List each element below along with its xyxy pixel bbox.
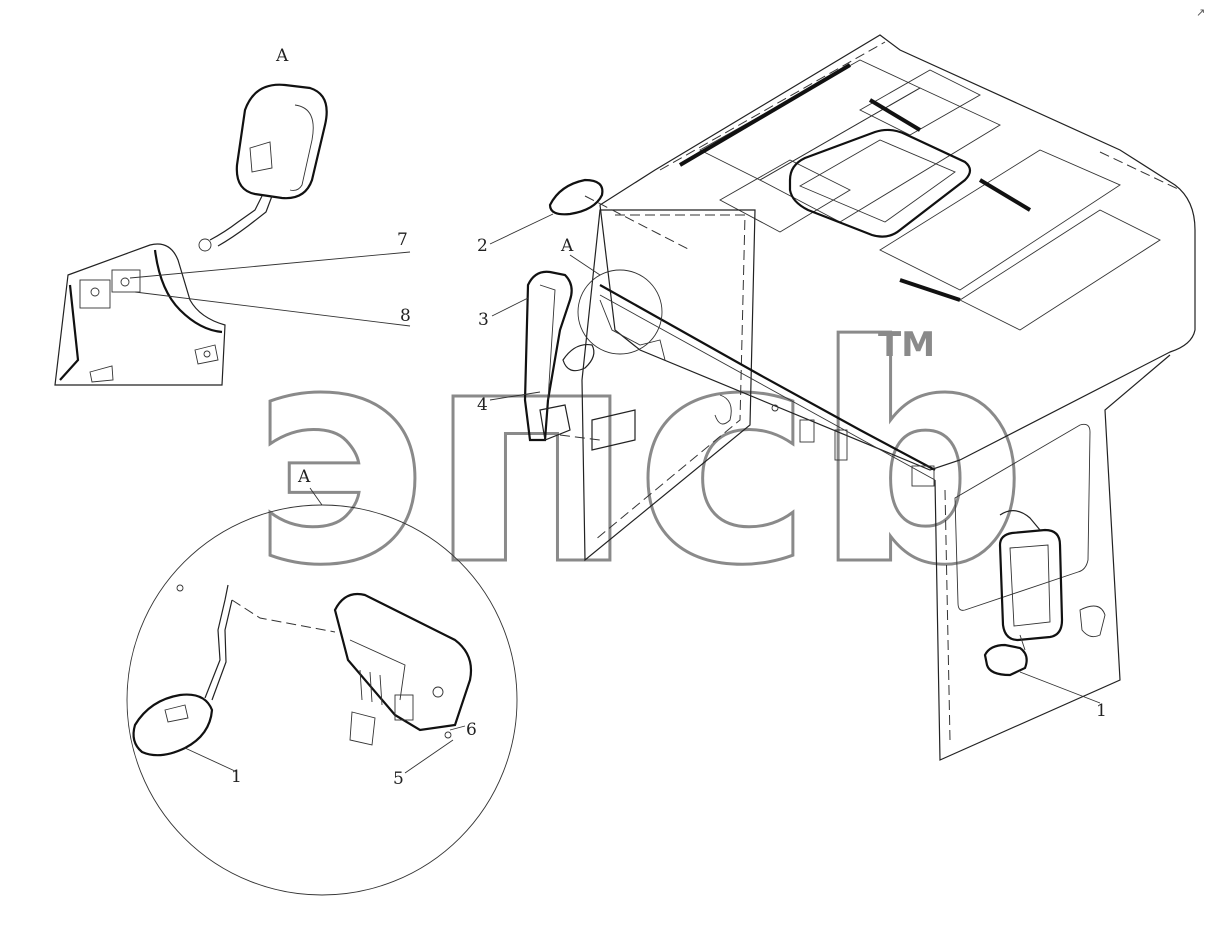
right-mirror-glass	[1009, 544, 1051, 627]
leader-a-circle	[309, 487, 323, 506]
watermark: эпсb TM	[249, 281, 1030, 633]
circle-mirror-stem	[204, 584, 229, 699]
pillar-details	[79, 269, 219, 383]
pillar-left-edge	[59, 284, 80, 381]
leader-a-main	[569, 254, 601, 276]
pillar-section	[54, 243, 226, 386]
windshield-bar	[599, 284, 936, 471]
detail-circle	[126, 504, 518, 896]
left-mirror-assembly: 2 A 3 4	[477, 178, 691, 442]
cab-body	[577, 34, 1196, 761]
item-3-bracket-inner	[539, 284, 556, 401]
callout-7: 7	[397, 230, 408, 250]
item-4-mount	[539, 404, 571, 441]
item-3-bracket	[523, 270, 573, 442]
leader-1-detail	[184, 747, 238, 773]
circle-dash	[231, 599, 336, 633]
windshield-bar-2	[599, 294, 936, 481]
watermark-text: эпсb	[250, 282, 1028, 631]
leader-1-main	[1019, 671, 1101, 704]
leader-8	[134, 291, 411, 327]
callout-2: 2	[477, 236, 488, 256]
item-2-dash	[584, 195, 691, 251]
mount-dash	[559, 434, 601, 441]
roof-outline	[599, 34, 1196, 471]
sunroof	[788, 128, 972, 238]
leader-3	[491, 297, 529, 317]
sunroof-glass	[798, 139, 956, 223]
leader-2	[489, 213, 554, 245]
callout-4: 4	[477, 395, 488, 415]
roof-seam	[659, 41, 1181, 191]
right-side-wall	[934, 354, 1171, 761]
front-flap	[714, 394, 732, 425]
right-mirror-link	[1019, 634, 1026, 651]
bracket-near-circle	[599, 299, 666, 361]
top-mirror-head	[235, 83, 328, 200]
top-mirror-pivot	[198, 238, 212, 252]
pillar-edge	[153, 249, 223, 334]
callout-3: 3	[478, 310, 489, 330]
circle-mirror	[132, 693, 214, 757]
callout-8: 8	[400, 306, 411, 326]
right-mirror-head	[998, 528, 1064, 642]
label-a-main: A	[560, 236, 574, 256]
label-a-circle: A	[297, 467, 311, 487]
leader-5	[404, 739, 454, 774]
top-mirror-arm	[209, 195, 273, 247]
bar-hinges	[771, 404, 935, 487]
side-flap	[1079, 605, 1106, 638]
callout-1-main: 1	[1096, 701, 1107, 721]
circle-mirror-stem-2	[211, 599, 233, 701]
small-mirror	[562, 343, 595, 372]
circle-bracket	[333, 592, 473, 732]
detail-a-indicator	[577, 269, 663, 355]
label-a-top: A	[275, 46, 289, 66]
top-mirror-rim	[289, 104, 314, 191]
front-face	[581, 209, 756, 562]
circle-mirror-label	[164, 704, 189, 723]
door-handle-left	[591, 409, 636, 451]
side-window	[954, 423, 1091, 611]
watermark-trademark: TM	[878, 325, 935, 365]
right-mirror-arm	[999, 510, 1041, 531]
right-mirror: 1	[983, 510, 1107, 721]
circle-screw	[176, 584, 184, 592]
corner-mark: ↗	[1196, 6, 1205, 19]
callout-5: 5	[393, 769, 404, 789]
leader-6	[449, 725, 466, 731]
callout-1-detail: 1	[231, 767, 242, 787]
item-2-mirror	[548, 178, 604, 216]
side-wall-dash	[944, 489, 951, 741]
roof-strips	[678, 63, 1032, 302]
leader-7	[129, 251, 411, 279]
detail-view-top: A 7 8	[54, 46, 411, 386]
circle-bracket-details	[349, 639, 452, 746]
leader-4	[489, 391, 541, 401]
front-face-dash	[594, 214, 746, 541]
top-mirror-label	[249, 141, 273, 173]
right-lower-mirror	[983, 643, 1028, 677]
callout-6: 6	[466, 720, 477, 740]
detail-view-circle: A 1 5 6	[126, 467, 518, 896]
